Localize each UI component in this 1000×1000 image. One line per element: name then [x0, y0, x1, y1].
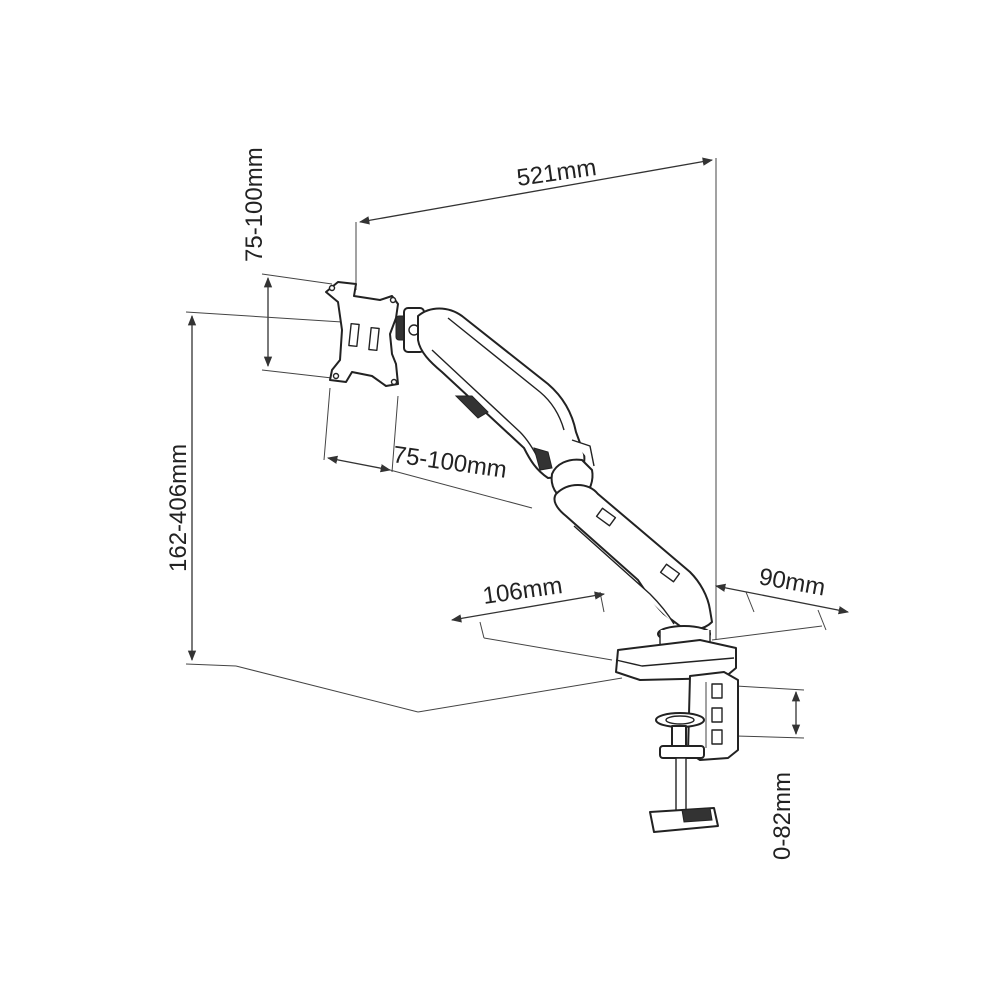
height-dimension [185, 311, 623, 713]
base-width-dimension [711, 583, 850, 641]
clamp-range-label: 0-82mm [769, 772, 796, 860]
base-depth-dimension [450, 591, 613, 661]
vesa-vertical-dimension [261, 273, 333, 379]
vesa-vertical-label: 75-100mm [241, 147, 268, 262]
vesa-horizontal-dimension [323, 387, 533, 509]
reach-dimension [355, 157, 717, 640]
vesa-horizontal-label: 75-100mm [391, 441, 508, 484]
height-label: 162-406mm [165, 444, 192, 572]
clamp-range-dimension [735, 685, 805, 739]
desk-base [615, 639, 737, 681]
lower-arm [553, 484, 713, 631]
vesa-plate [325, 281, 399, 387]
desk-clamp [649, 671, 739, 833]
upper-arm [417, 307, 586, 479]
reach-label: 521mm [515, 154, 598, 192]
base-depth-label: 106mm [481, 572, 564, 610]
